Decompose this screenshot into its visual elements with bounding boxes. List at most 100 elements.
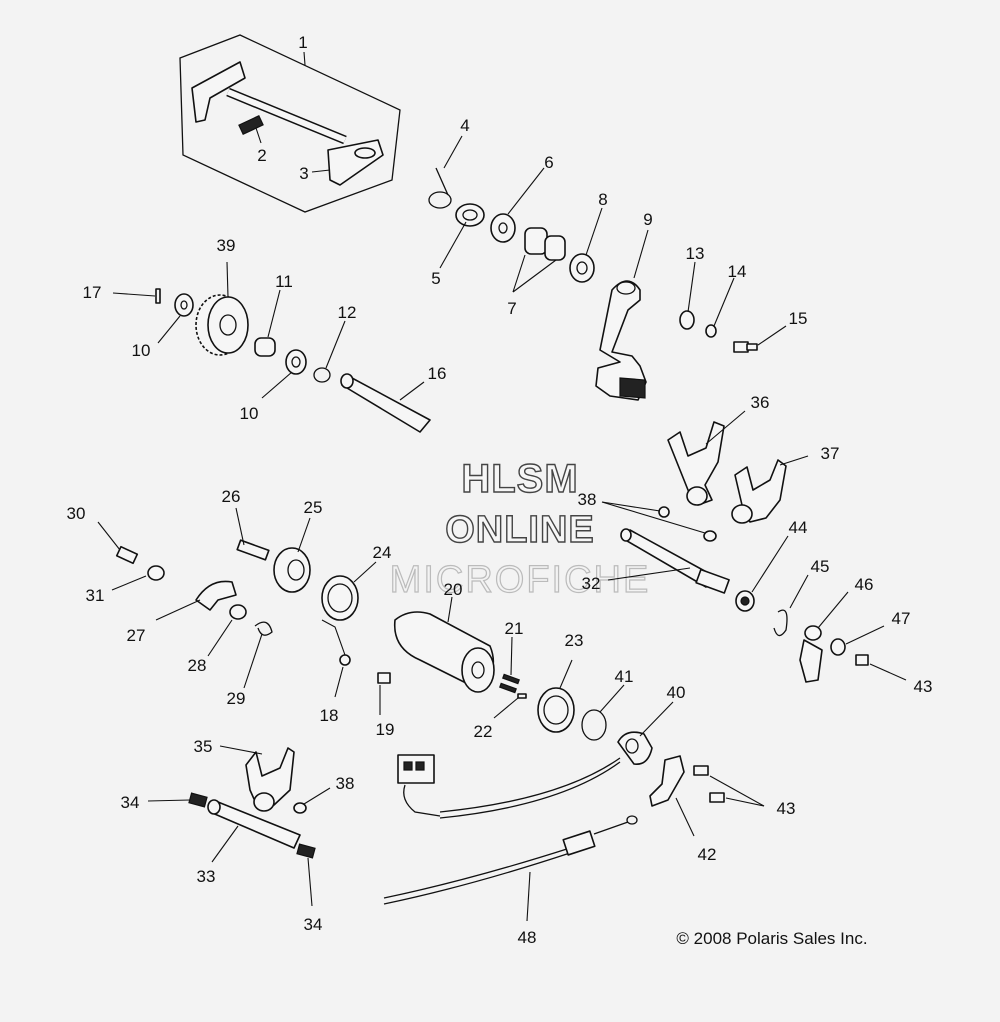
callout-47: 47 xyxy=(892,609,911,628)
bolt-43c xyxy=(709,792,725,803)
callout-9: 9 xyxy=(643,210,652,229)
spring-34b xyxy=(296,843,316,859)
callout-48: 48 xyxy=(518,928,537,947)
callout-27: 27 xyxy=(127,626,146,645)
detent-arm xyxy=(799,625,823,683)
callout-39: 39 xyxy=(217,236,236,255)
bolt-43a xyxy=(855,654,869,666)
callout-24: 24 xyxy=(373,543,392,562)
bracket-42 xyxy=(649,755,685,807)
callout-10a: 10 xyxy=(132,341,151,360)
washer-13 xyxy=(679,310,695,330)
callout-31: 31 xyxy=(86,586,105,605)
shaft-16 xyxy=(340,373,431,433)
watermark-line-1: HLSM xyxy=(461,457,578,501)
callout-38a: 38 xyxy=(578,490,597,509)
callout-30: 30 xyxy=(67,504,86,523)
washer-47 xyxy=(830,638,846,656)
washer-10b xyxy=(285,349,307,375)
callout-35: 35 xyxy=(194,737,213,756)
callout-3: 3 xyxy=(299,164,308,183)
spring-29 xyxy=(254,621,273,636)
callout-44: 44 xyxy=(789,518,808,537)
callout-42: 42 xyxy=(698,845,717,864)
washer-18 xyxy=(339,654,351,666)
washer xyxy=(490,213,516,243)
stopper-27 xyxy=(195,580,237,611)
callout-25: 25 xyxy=(304,498,323,517)
callout-23: 23 xyxy=(565,631,584,650)
spring-45 xyxy=(773,609,788,637)
callout-10b: 10 xyxy=(240,404,259,423)
shift-drum xyxy=(393,611,495,693)
callout-5: 5 xyxy=(431,269,440,288)
callout-43a: 43 xyxy=(914,677,933,696)
needle-bearings xyxy=(524,227,566,261)
washer-10a xyxy=(174,293,194,317)
detent-ball-38c xyxy=(293,802,307,814)
clip xyxy=(313,367,331,383)
callout-40: 40 xyxy=(667,683,686,702)
callout-34a: 34 xyxy=(121,793,140,812)
callout-41: 41 xyxy=(615,667,634,686)
callout-26: 26 xyxy=(222,487,241,506)
callout-28: 28 xyxy=(188,656,207,675)
callout-20: 20 xyxy=(444,580,463,599)
callout-8: 8 xyxy=(598,190,607,209)
callout-36: 36 xyxy=(751,393,770,412)
callout-19: 19 xyxy=(376,720,395,739)
gear xyxy=(195,294,249,356)
washer-14 xyxy=(705,324,717,338)
shift-fork-36 xyxy=(667,421,725,506)
watermark-line-2: ONLINE xyxy=(445,509,595,551)
gear-position-sensor xyxy=(397,731,653,819)
callout-14: 14 xyxy=(728,262,747,281)
callout-46: 46 xyxy=(855,575,874,594)
shift-lever xyxy=(595,280,647,401)
cable-48 xyxy=(383,815,638,905)
callout-45: 45 xyxy=(811,557,830,576)
fork-shaft-33 xyxy=(207,799,301,849)
callout-34b: 34 xyxy=(304,915,323,934)
callout-2: 2 xyxy=(257,146,266,165)
bolt-43b xyxy=(693,765,709,776)
bolt-30 xyxy=(115,545,139,565)
bearing-24 xyxy=(321,575,359,621)
callout-17: 17 xyxy=(83,283,102,302)
shift-shaft-assembly xyxy=(179,34,401,213)
collar-28 xyxy=(229,604,247,620)
callout-12: 12 xyxy=(338,303,357,322)
callout-33: 33 xyxy=(197,867,216,886)
leader-lines xyxy=(97,51,907,922)
callout-22: 22 xyxy=(474,722,493,741)
screw-19 xyxy=(377,672,391,684)
bolt-15 xyxy=(733,341,758,353)
callout-18: 18 xyxy=(320,706,339,725)
spring-34a xyxy=(188,792,208,808)
bolt-26 xyxy=(236,539,270,561)
callout-15: 15 xyxy=(789,309,808,328)
bearing-23 xyxy=(537,687,575,733)
callout-29: 29 xyxy=(227,689,246,708)
bushing xyxy=(254,337,276,357)
callout-1: 1 xyxy=(298,33,307,52)
callout-21: 21 xyxy=(505,619,524,638)
detent-ball-38a xyxy=(658,506,670,518)
pins-21-22 xyxy=(499,673,527,699)
callout-38b: 38 xyxy=(336,774,355,793)
callout-11: 11 xyxy=(275,272,293,291)
callout-6: 6 xyxy=(544,153,553,172)
pin xyxy=(155,288,161,304)
shift-cam xyxy=(273,547,311,593)
washer-31 xyxy=(147,565,165,581)
copyright-text: © 2008 Polaris Sales Inc. xyxy=(676,929,867,948)
o-ring xyxy=(581,709,607,741)
callout-7: 7 xyxy=(507,299,516,318)
callout-labels: 1 2 3 4 5 6 7 8 9 13 14 15 17 10 39 11 1… xyxy=(67,33,933,947)
callout-32: 32 xyxy=(582,574,601,593)
callout-13: 13 xyxy=(686,244,705,263)
watermark-line-3: MICROFICHE xyxy=(390,559,651,601)
fork-shaft xyxy=(620,528,730,594)
